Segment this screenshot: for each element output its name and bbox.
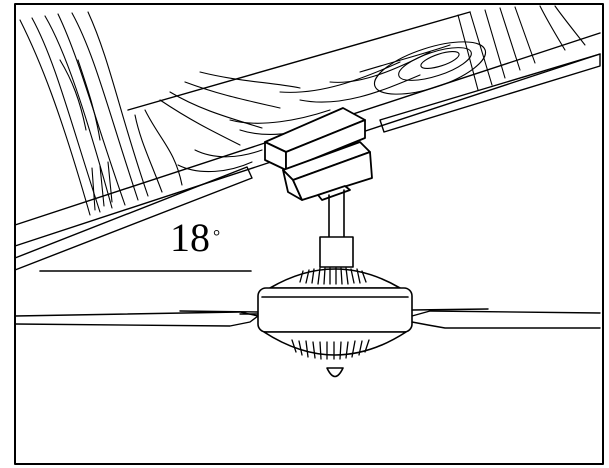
canopy-housing (282, 141, 373, 201)
degree-symbol: ° (213, 226, 221, 246)
mounting-bracket-block (264, 107, 366, 171)
motor-body (257, 287, 413, 333)
blade-right (411, 310, 601, 329)
finial-cap (326, 367, 344, 378)
motor-bottom-vents (291, 339, 370, 360)
bracket-side-face (285, 119, 366, 171)
canopy-bottom-edge (317, 185, 351, 201)
slope-angle-label: 18° (170, 218, 220, 258)
sloped-ceiling (14, 5, 601, 271)
blade-left (14, 311, 259, 327)
motor-top-cap (269, 268, 401, 289)
downrod-coupler (319, 236, 354, 268)
motor-top-vents (299, 267, 367, 285)
canopy-body (292, 151, 373, 201)
wood-grain (19, 5, 586, 216)
ceiling-trim-board-left (14, 166, 253, 271)
angle-value: 18 (170, 215, 210, 260)
fan-blades (14, 308, 601, 329)
motor-bottom-cap (263, 331, 407, 356)
motor-housing (257, 267, 413, 378)
downrod (319, 189, 354, 268)
ceiling-trim-board-right (379, 53, 601, 133)
ceiling-beam-line (127, 11, 471, 111)
figure-border (14, 3, 604, 465)
